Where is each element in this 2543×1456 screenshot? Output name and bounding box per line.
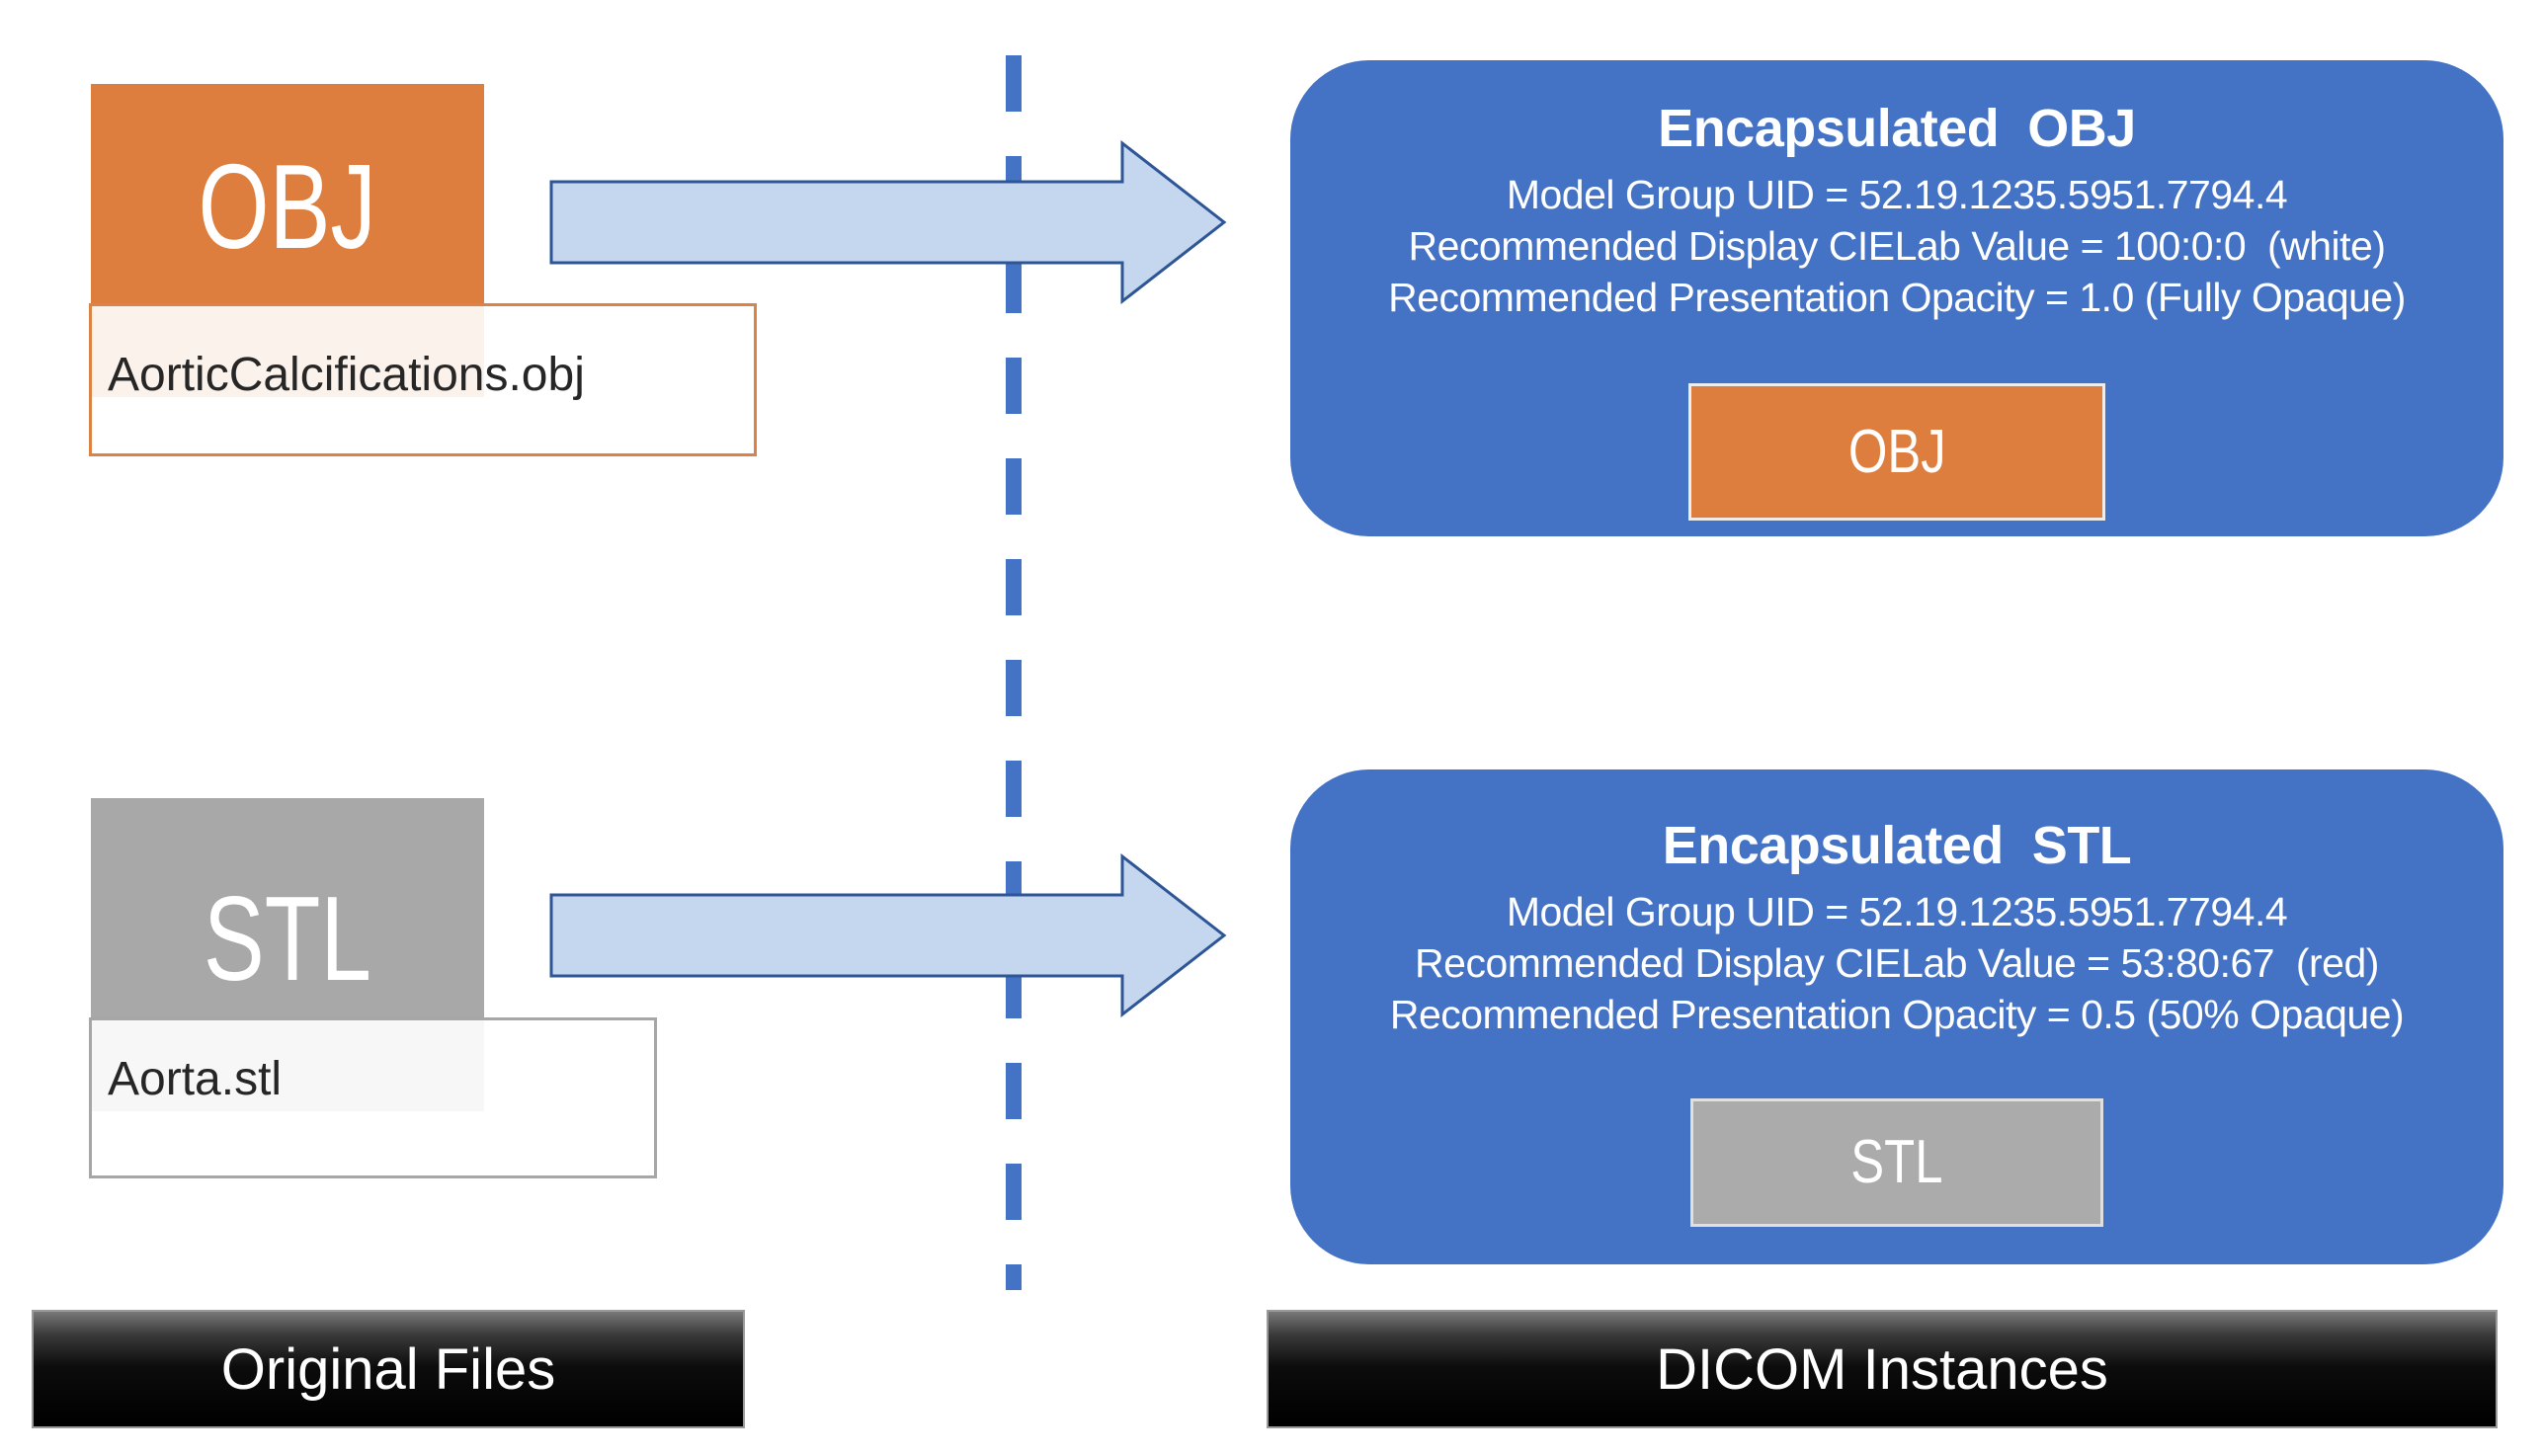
encapsulated-obj-cielab-line: Recommended Display CIELab Value = 100:0… xyxy=(1408,223,2386,269)
original-files-banner-label: Original Files xyxy=(220,1336,556,1402)
obj-filename-box: AorticCalcifications.obj xyxy=(89,303,757,456)
dicom-instances-banner: DICOM Instances xyxy=(1267,1310,2498,1428)
dicom-instances-banner-label: DICOM Instances xyxy=(1656,1336,2108,1402)
stl-chip-label: STL xyxy=(1850,1128,1943,1196)
encapsulated-obj-box: Encapsulated OBJ Model Group UID = 52.19… xyxy=(1290,60,2503,536)
obj-chip: OBJ xyxy=(1688,383,2105,521)
original-files-banner: Original Files xyxy=(32,1310,745,1428)
encapsulated-obj-opacity-line: Recommended Presentation Opacity = 1.0 (… xyxy=(1388,275,2406,320)
divider-dashed-line xyxy=(1006,55,1022,1290)
encapsulated-obj-uid-line: Model Group UID = 52.19.1235.5951.7794.4 xyxy=(1506,172,2288,217)
flow-arrow-bottom-icon xyxy=(549,853,1227,1017)
encapsulated-stl-uid-line: Model Group UID = 52.19.1235.5951.7794.4 xyxy=(1506,889,2288,934)
obj-filename-text: AorticCalcifications.obj xyxy=(108,349,585,401)
obj-chip-label: OBJ xyxy=(1847,417,1946,486)
stl-file-type-label: STL xyxy=(203,870,372,1006)
stl-filename-box: Aorta.stl xyxy=(89,1017,657,1178)
flow-arrow-top-icon xyxy=(549,140,1227,304)
stl-filename-text: Aorta.stl xyxy=(108,1053,283,1105)
encapsulated-stl-opacity-line: Recommended Presentation Opacity = 0.5 (… xyxy=(1389,992,2405,1037)
encapsulated-stl-title: Encapsulated STL xyxy=(1662,816,2132,875)
stl-chip: STL xyxy=(1690,1098,2103,1227)
encapsulated-stl-cielab-line: Recommended Display CIELab Value = 53:80… xyxy=(1415,940,2379,986)
encapsulated-stl-box: Encapsulated STL Model Group UID = 52.19… xyxy=(1290,769,2503,1264)
encapsulated-obj-title: Encapsulated OBJ xyxy=(1658,99,2136,158)
obj-file-type-label: OBJ xyxy=(198,138,377,274)
